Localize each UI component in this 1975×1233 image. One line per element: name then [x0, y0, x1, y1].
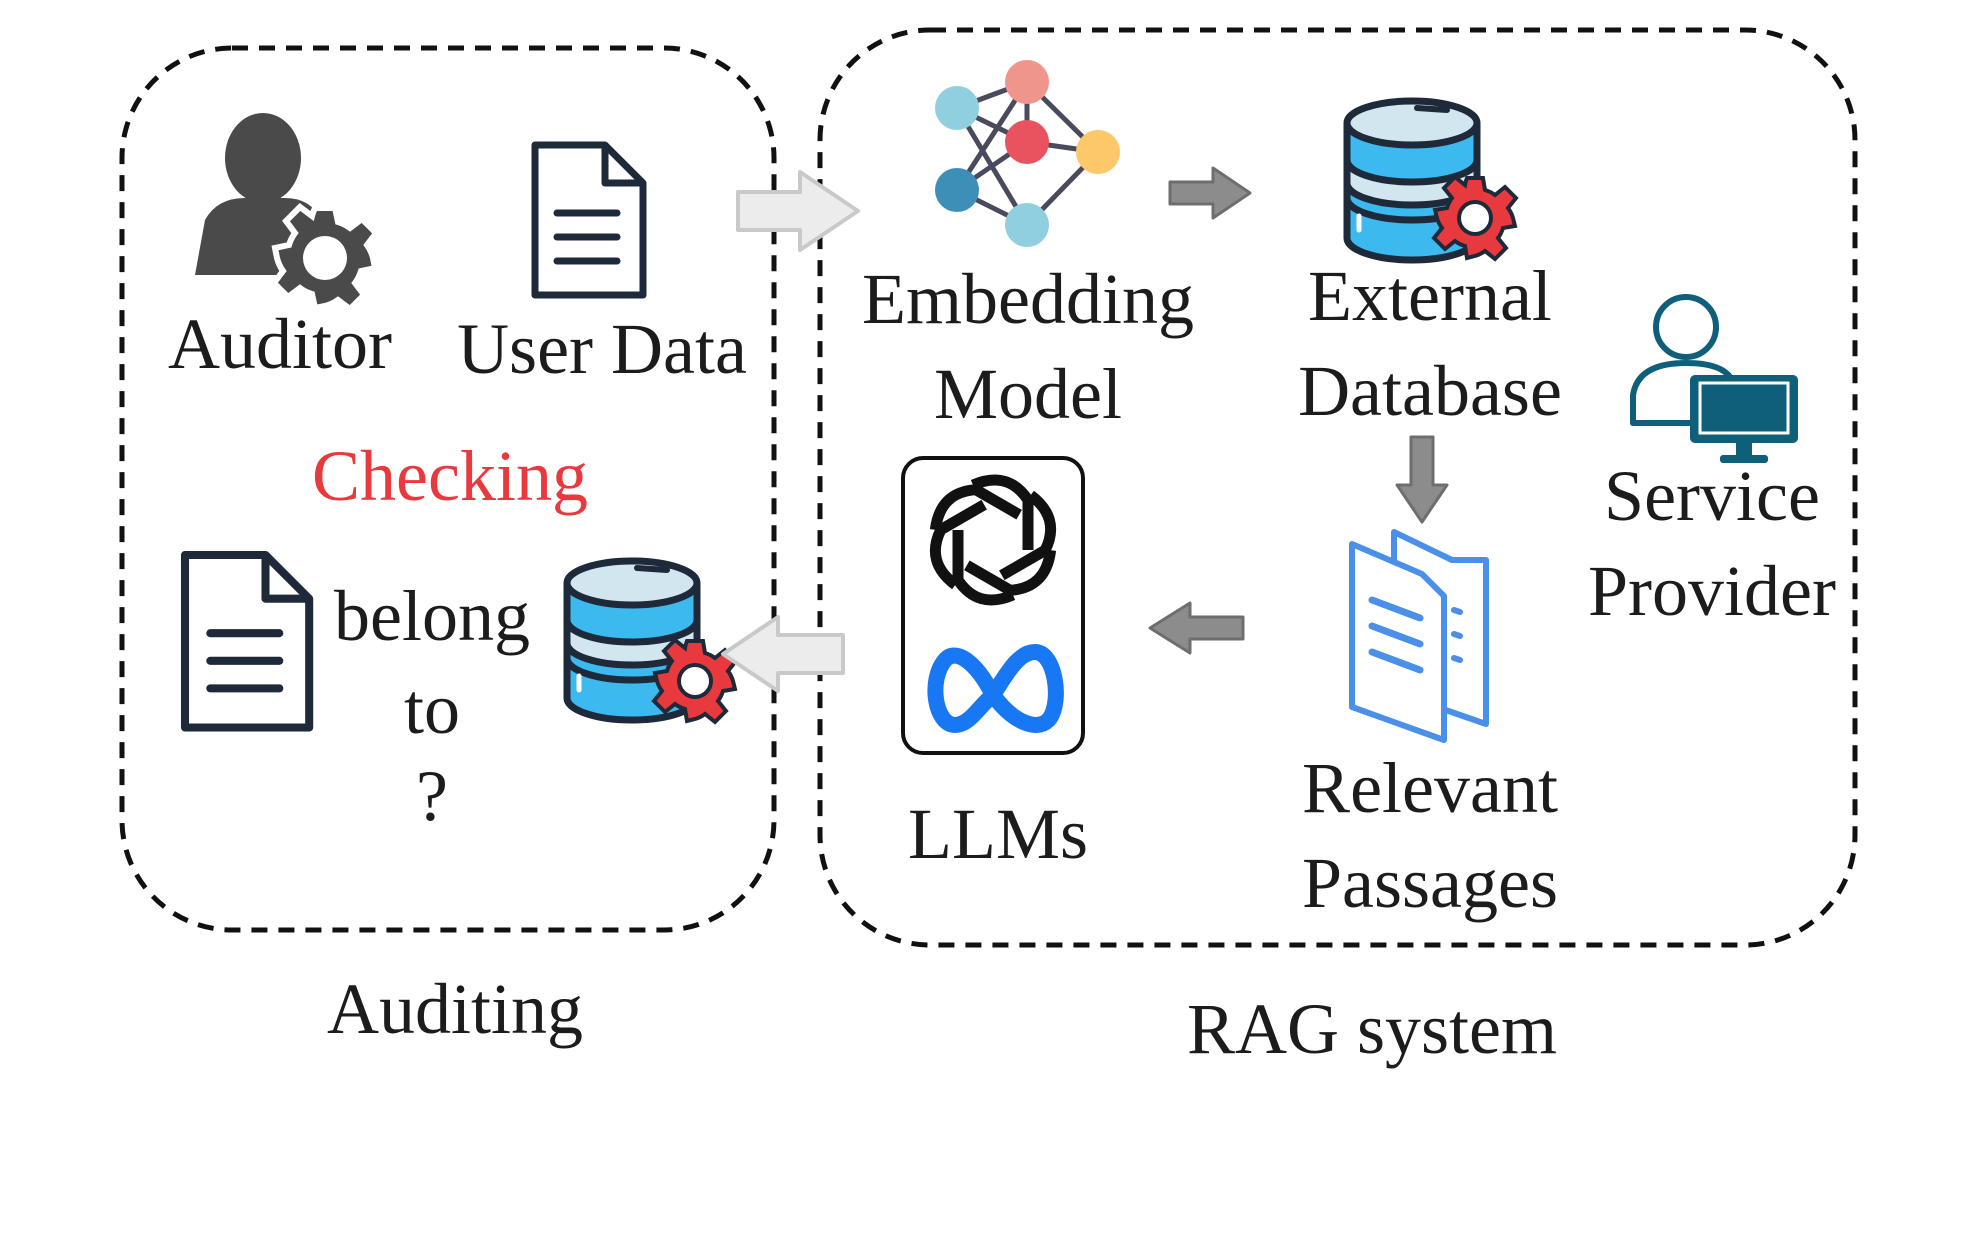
document-icon	[535, 145, 643, 295]
auditing-group-box	[119, 45, 777, 933]
llms-label: LLMs	[908, 794, 1088, 874]
documents-stack-icon	[1349, 529, 1489, 743]
person-gear-icon	[195, 113, 380, 313]
question-label: ?	[416, 756, 448, 836]
auditing-group-label: Auditing	[327, 969, 583, 1049]
belong-label: belong	[334, 576, 530, 656]
service-label-line1: Service	[1604, 456, 1820, 536]
neural-network-icon	[935, 60, 1120, 247]
arrow-embedding-to-database-icon	[1168, 166, 1252, 220]
external-label-line2: Database	[1298, 351, 1562, 431]
user-data-label: User Data	[457, 309, 747, 389]
openai-logo-icon	[929, 474, 1057, 606]
service-label-line2: Provider	[1588, 551, 1836, 631]
relevant-label-line1: Relevant	[1302, 748, 1558, 828]
arrow-database-to-passages-icon	[1395, 435, 1449, 524]
rag-group-box	[817, 27, 1858, 948]
meta-logo-icon	[927, 644, 1064, 733]
arrow-passages-to-llms-icon	[1148, 601, 1245, 655]
rag-group-label: RAG system	[1187, 989, 1557, 1069]
embedding-label-line2: Model	[934, 354, 1122, 434]
to-label: to	[404, 669, 460, 749]
arrow-into-rag-icon	[736, 170, 860, 252]
checking-label: Checking	[312, 436, 588, 516]
person-computer-icon	[1630, 294, 1798, 463]
checked-database-icon	[567, 561, 738, 724]
auditor-label: Auditor	[168, 304, 392, 384]
database-gear-icon	[1347, 101, 1518, 260]
relevant-label-line2: Passages	[1302, 843, 1558, 923]
external-label-line1: External	[1308, 256, 1552, 336]
arrow-to-auditing-icon	[721, 615, 845, 693]
checked-document-icon	[185, 555, 309, 728]
embedding-label-line1: Embedding	[862, 259, 1194, 339]
